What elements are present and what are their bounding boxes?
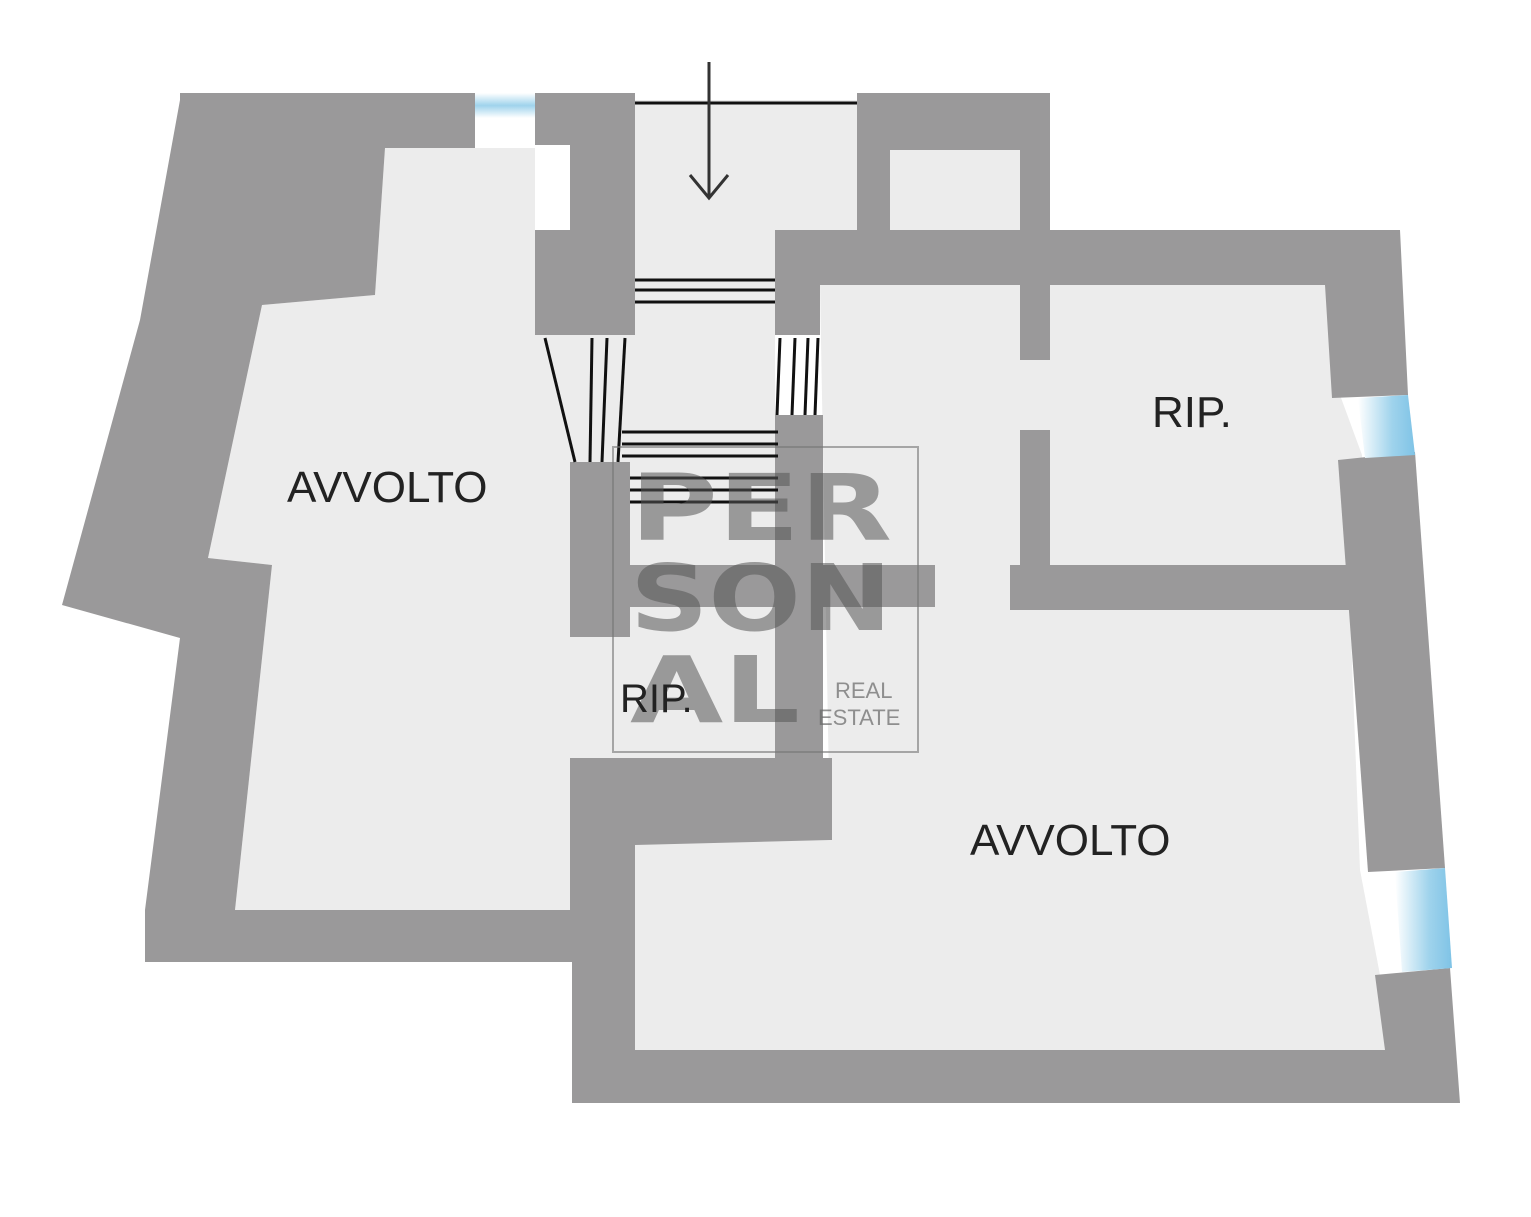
floor-closet-top: [890, 150, 1020, 230]
watermark-line1: PER: [630, 455, 892, 562]
wall-right-top: [775, 230, 1408, 398]
wall-right-mid: [1338, 452, 1445, 872]
watermark-frame: [612, 446, 919, 753]
floor-right-vault: [635, 285, 1385, 1050]
window-right-upper: [1358, 395, 1415, 458]
wall-partition-top: [1020, 285, 1050, 360]
stair-line: [600, 337, 609, 463]
room-labels: AVVOLTO AVVOLTO RIP. RIP.: [287, 388, 1232, 865]
watermark-sub1: REAL: [835, 678, 892, 703]
stair-line: [775, 337, 782, 416]
window-right-lower: [1395, 868, 1452, 972]
stair-line: [803, 337, 810, 416]
staircase: [543, 101, 857, 504]
room-label-right-vault: AVVOLTO: [970, 816, 1171, 865]
stair-line: [543, 337, 577, 463]
stair-line: [790, 337, 797, 416]
window-top-left: [475, 93, 535, 118]
wall-partition-mid: [1020, 430, 1050, 565]
room-label-left-vault: AVVOLTO: [287, 463, 488, 512]
floor-left-vault: [208, 148, 570, 910]
wall-stair-left-mid: [535, 230, 635, 335]
wall-center-column: [570, 462, 630, 637]
watermark-line2: SON: [630, 545, 892, 652]
stair-line: [588, 337, 594, 463]
down-arrow-icon: [688, 62, 730, 201]
stair-line: [813, 337, 820, 416]
walls: [62, 93, 1460, 1103]
windows: [475, 93, 1452, 972]
stair-line: [616, 337, 627, 463]
wall-lower-block: [570, 758, 832, 840]
watermark: PER SON AL REAL ESTATE: [612, 446, 919, 753]
wall-closet: [857, 93, 1050, 230]
room-label-storage-right: RIP.: [1152, 388, 1232, 437]
watermark-line3: AL: [630, 637, 800, 744]
wall-left-outer: [62, 93, 570, 962]
watermark-sub2: ESTATE: [818, 705, 900, 730]
room-label-storage-center: RIP.: [620, 677, 693, 721]
wall-partition-h: [1010, 565, 1365, 610]
